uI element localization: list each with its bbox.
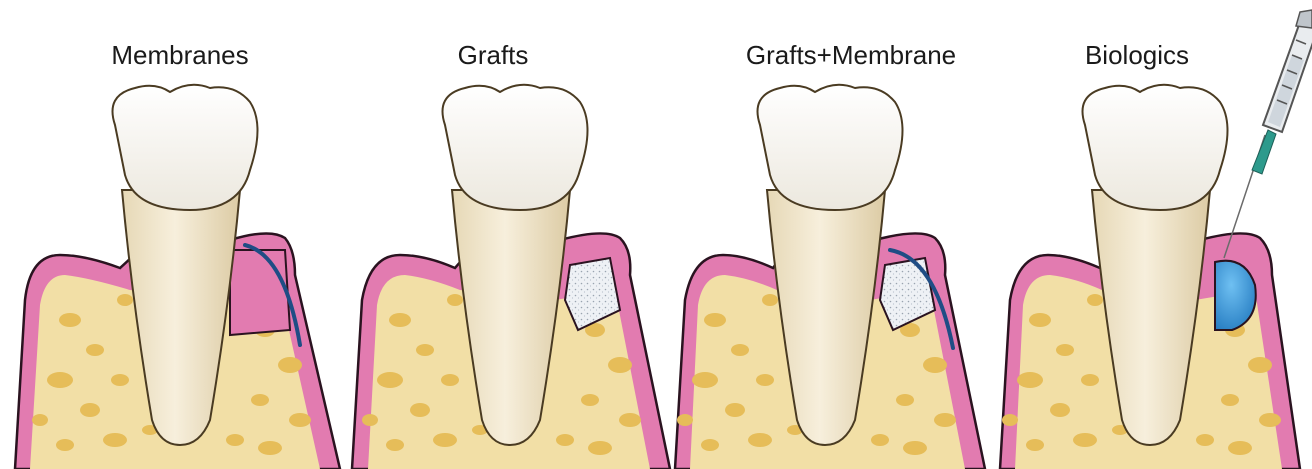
panel-grafts <box>352 85 670 469</box>
syringe-icon <box>1224 10 1312 258</box>
panel-grafts-membrane <box>675 85 985 469</box>
panel-biologics <box>1000 85 1300 469</box>
panel-membranes <box>15 85 340 469</box>
